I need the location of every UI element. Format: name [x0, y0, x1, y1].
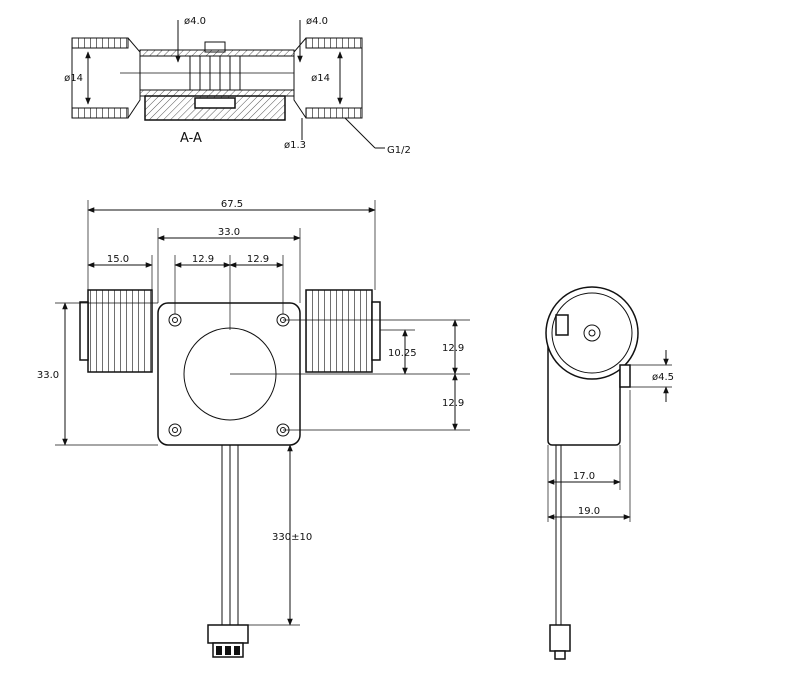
side-connector	[549, 624, 571, 652]
dim-small-hole: ø1.3	[284, 140, 306, 151]
side-view: ø4.5 17.0 19.0	[545, 286, 674, 660]
side-nozzle	[619, 364, 631, 388]
dim-hole-pitch-lower: 12.9	[442, 398, 464, 409]
dim-top-left: ø4.0	[184, 16, 206, 27]
front-left-thread	[87, 289, 153, 373]
dim-left-bore: ø14	[64, 73, 83, 84]
dim-right-bore: ø14	[311, 73, 330, 84]
section-view: ø14 ø14 ø4.0 ø4.0 ø1.3 G1/2 A-A	[64, 16, 411, 156]
dim-height: 33.0	[37, 370, 59, 381]
dim-top-right: ø4.0	[306, 16, 328, 27]
front-right-thread	[305, 289, 373, 373]
dim-cable-length: 330±10	[272, 532, 312, 543]
dim-hole-pitch-upper: 12.9	[442, 343, 464, 354]
dim-body-width: 33.0	[218, 227, 240, 238]
dim-depth-inner: 17.0	[573, 471, 595, 482]
side-shaft	[583, 324, 601, 342]
dim-offset: 10.25	[388, 348, 417, 359]
side-pipe-circle	[545, 286, 639, 380]
dim-hole-pitch-right: 12.9	[247, 254, 269, 265]
section-label: A-A	[180, 131, 202, 146]
dim-inlet-length: 15.0	[107, 254, 129, 265]
mount-hole-bl	[168, 423, 182, 437]
dim-overall-width: 67.5	[221, 199, 243, 210]
cable-connector	[207, 624, 249, 644]
thread-label: G1/2	[387, 145, 411, 156]
dim-depth-outer: 19.0	[578, 506, 600, 517]
front-view: 67.5 33.0 15.0 12.9 12.9 33.0 10.25 12.9…	[37, 199, 470, 658]
dim-hole-pitch-left: 12.9	[192, 254, 214, 265]
dim-nozzle: ø4.5	[652, 372, 674, 383]
